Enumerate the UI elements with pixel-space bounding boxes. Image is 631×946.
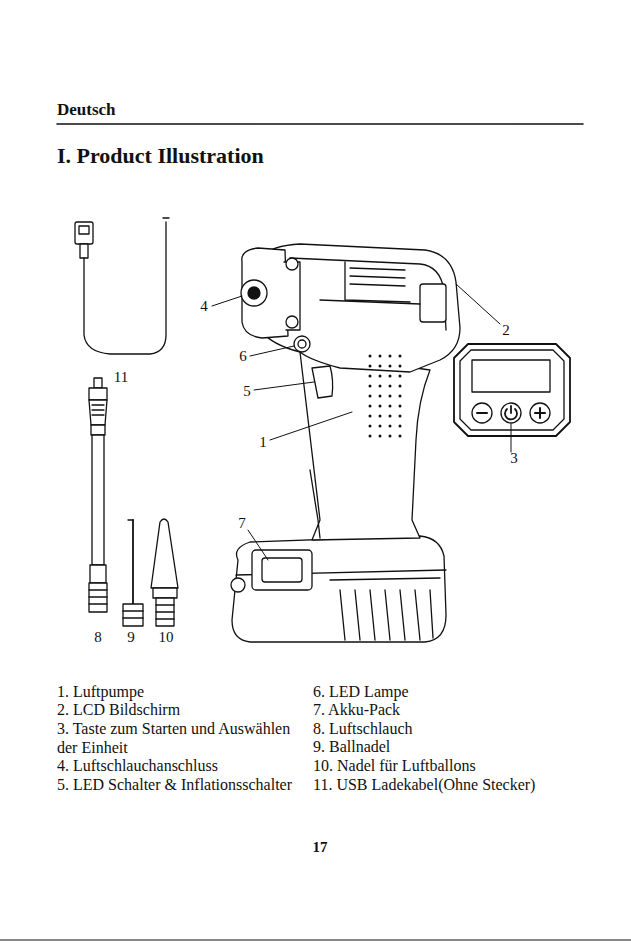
part-list-item: 5. LED Schalter & Inflationsschalter [57,776,292,795]
callout-number: 9 [127,629,135,646]
header-rule [57,123,583,125]
part-list-item: 1. Luftpumpe [57,683,144,702]
page-number: 17 [313,839,328,856]
footer-rule [0,939,631,940]
callout-number: 11 [114,369,128,386]
callout-number: 4 [200,298,208,315]
lcd-panel [454,344,570,436]
part-list-item: 11. USB Ladekabel(Ohne Stecker) [313,776,535,795]
part-list-item: 6. LED Lampe [313,683,409,702]
callout-number: 8 [94,629,102,646]
callout-number: 10 [159,629,174,646]
part-list-item: 8. Luftschlauch [313,720,413,739]
section-title: I. Product Illustration [57,143,264,168]
leader-lines [212,284,511,560]
part-list-item: 10. Nadel für Luftballons [313,757,476,776]
callout-number: 3 [510,450,518,467]
callout-number: 7 [238,515,246,532]
callout-number: 1 [259,434,267,451]
part-list-item: 7. Akku-Pack [313,701,400,720]
callout-number: 6 [239,348,247,365]
callout-number: 5 [243,383,251,400]
air-hose [89,378,107,612]
ball-needle [123,520,143,626]
part-list-item: 3. Taste zum Starten und Auswählen der E… [57,720,302,757]
balloon-needle [151,519,178,626]
language-heading: Deutsch [57,100,116,120]
callout-number: 2 [502,322,510,339]
part-list-item: 9. Ballnadel [313,738,390,757]
part-list-item: 4. Luftschlauchanschluss [57,757,218,776]
part-list-item: 2. LCD Bildschirm [57,701,180,720]
usb-cable [75,218,169,354]
air-pump [231,244,460,642]
